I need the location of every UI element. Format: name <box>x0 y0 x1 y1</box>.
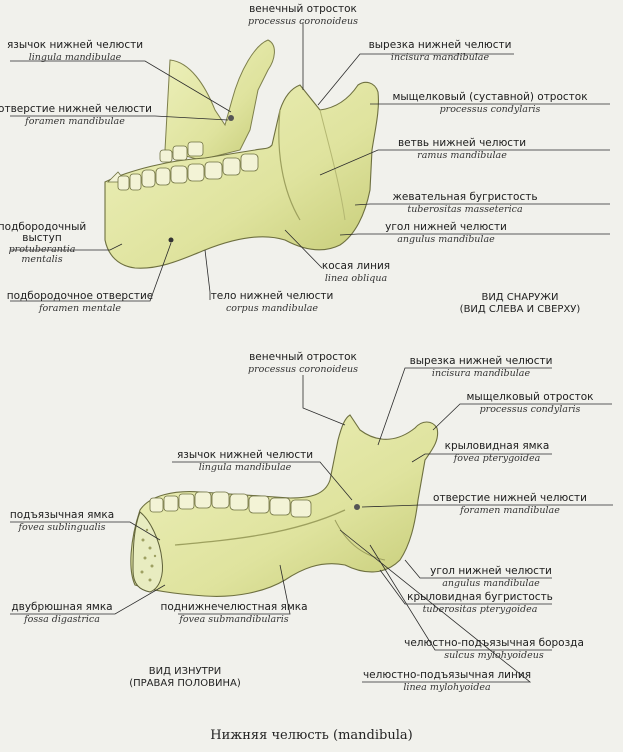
label-la: corpus mandibulae <box>225 302 319 314</box>
label-la: ramus mandibulae <box>417 149 507 161</box>
label-la: angulus mandibulae <box>442 577 540 589</box>
label-la: sulcus mylohyoideus <box>444 649 544 661</box>
label-la: foramen mentale <box>38 302 122 314</box>
label-ru-2: выступ <box>22 231 62 244</box>
view-inner-caption: ВИД ИЗНУТРИ (ПРАВАЯ ПОЛОВИНА) <box>115 666 255 689</box>
label-la: angulus mandibulae <box>397 233 495 245</box>
label-digastric: двубрюшная ямка fossa digastrica <box>11 602 112 624</box>
view-line-2: (ВИД СЛЕВА И СВЕРХУ) <box>459 303 581 315</box>
label-masseteric-top: жевательная бугристость tuberositas mass… <box>392 192 537 214</box>
label-body-top: тело нижней челюсти corpus mandibulae <box>211 291 334 313</box>
label-angle-bottom: угол нижней челюсти angulus mandibulae <box>430 566 552 588</box>
mandible-inner-view <box>130 414 439 597</box>
label-la: foramen mandibulae <box>25 115 125 127</box>
label-incisura-bottom: вырезка нижней челюсти incisura mandibul… <box>410 356 553 378</box>
teeth-row-inner <box>149 491 312 518</box>
label-ru: косая линия <box>321 260 391 272</box>
symphysis-cut <box>132 511 163 593</box>
label-mylohyoid-sulcus: челюстно-подъязычная борозда sulcus mylo… <box>404 638 584 660</box>
label-ru: венечный отросток <box>249 351 357 363</box>
label-angle-top: угол нижней челюсти angulus mandibulae <box>385 222 507 244</box>
leader-lines <box>10 22 613 683</box>
label-la: fovea pterygoidea <box>453 452 541 464</box>
label-la: linea obliqua <box>324 272 388 284</box>
label-la: processus condylaris <box>439 103 541 115</box>
label-ru: подбородочный <box>0 221 87 233</box>
label-la: tuberositas masseterica <box>407 203 523 215</box>
label-la: foramen mandibulae <box>460 504 560 516</box>
far-half-ramus <box>164 39 275 161</box>
figure-caption: Нижняя челюсть (mandibula) <box>210 728 413 743</box>
label-la: lingula mandibulae <box>28 51 122 63</box>
label-ru: тело нижней челюсти <box>210 290 334 302</box>
mental-foramen <box>168 237 174 243</box>
label-ru: крыловидная бугристость <box>407 591 553 603</box>
mandible-body-outer <box>104 81 379 269</box>
label-ru: крыловидная ямка <box>444 440 550 452</box>
label-ru: мыщелковый (суставной) отросток <box>392 91 588 103</box>
label-la: processus condylaris <box>479 403 581 415</box>
label-lingula-bottom: язычок нижней челюсти lingula mandibulae <box>177 450 313 472</box>
label-pterygoid-tuberosity: крыловидная бугристость tuberositas pter… <box>407 592 553 614</box>
label-foramen-top: отверстие нижней челюсти foramen mandibu… <box>0 104 152 126</box>
label-coronoid-bottom: венечный отросток processus coronoideus <box>248 352 358 374</box>
label-ru: язычок нижней челюсти <box>176 449 314 461</box>
label-la: processus coronoideus <box>248 15 358 27</box>
label-condylar-bottom: мыщелковый отросток processus condylaris <box>467 392 594 414</box>
label-la: tuberositas pterygoidea <box>422 603 538 615</box>
label-la: processus coronoideus <box>248 363 358 375</box>
label-mylohyoid-line: челюстно-подъязычная линия linea mylohyo… <box>363 670 531 692</box>
label-ru: подъязычная ямка <box>9 509 115 521</box>
label-la: fossa digastrica <box>24 613 100 625</box>
label-mental-foramen: подбородочное отверстие foramen mentale <box>7 291 154 313</box>
label-ru: мыщелковый отросток <box>466 391 594 403</box>
label-la: linea mylohyoidea <box>403 681 491 693</box>
view-line-1: ВИД СНАРУЖИ <box>481 292 559 303</box>
label-la: incisura mandibulae <box>390 51 490 63</box>
label-condylar-top: мыщелковый (суставной) отросток processu… <box>392 92 587 114</box>
label-ru: челюстно-подъязычная борозда <box>404 637 584 649</box>
label-ru: жевательная бугристость <box>392 191 538 203</box>
view-line-1: ВИД ИЗНУТРИ <box>148 666 222 677</box>
label-submandibular: поднижнечелюстная ямка fovea submandibul… <box>160 602 307 624</box>
label-la: incisura mandibulae <box>431 367 531 379</box>
label-pterygoid-fovea: крыловидная ямка fovea pterygoidea <box>445 441 550 463</box>
view-line-2: (ПРАВАЯ ПОЛОВИНА) <box>129 677 241 689</box>
label-foramen-bottom: отверстие нижней челюсти foramen mandibu… <box>433 493 587 515</box>
label-ru: двубрюшная ямка <box>11 601 113 613</box>
label-ru: отверстие нижней челюсти <box>433 492 587 504</box>
label-ru: вырезка нижней челюсти <box>409 355 553 367</box>
label-coronoid-top: венечный отросток processus coronoideus <box>248 4 358 26</box>
mandible-outer-view <box>104 39 379 269</box>
label-ru: угол нижней челюсти <box>385 221 507 233</box>
mandibular-foramen-outer <box>228 115 234 121</box>
mandibular-foramen-inner <box>354 504 360 510</box>
label-la: fovea sublingualis <box>18 521 106 533</box>
label-oblique-top: косая линия linea obliqua <box>322 261 390 283</box>
label-la: fovea submandibularis <box>179 613 289 625</box>
label-chin-protuberance: подбородочный выступ protuberantia menta… <box>0 222 86 264</box>
label-incisura-top: вырезка нижней челюсти incisura mandibul… <box>369 40 512 62</box>
label-lingula-top: язычок нижней челюсти lingula mandibulae <box>7 40 143 62</box>
label-ru: челюстно-подъязычная линия <box>362 669 532 681</box>
label-ru: поднижнечелюстная ямка <box>160 601 308 613</box>
label-ru: отверстие нижней челюсти <box>0 103 152 115</box>
label-ru: язычок нижней челюсти <box>6 39 144 51</box>
label-ramus-top: ветвь нижней челюсти ramus mandibulae <box>398 138 526 160</box>
label-sublingual: подъязычная ямка fovea sublingualis <box>10 510 114 532</box>
label-ru: подбородочное отверстие <box>6 290 154 302</box>
view-outer-caption: ВИД СНАРУЖИ (ВИД СЛЕВА И СВЕРХУ) <box>450 292 590 315</box>
label-ru: вырезка нижней челюсти <box>368 39 512 51</box>
label-la-2: mentalis <box>21 253 63 265</box>
label-la: protuberantia <box>8 244 76 255</box>
label-ru: венечный отросток <box>249 3 357 15</box>
label-ru: ветвь нижней челюсти <box>397 137 527 149</box>
label-la: lingula mandibulae <box>198 461 292 473</box>
teeth-row <box>107 141 259 191</box>
label-ru: угол нижней челюсти <box>430 565 552 577</box>
